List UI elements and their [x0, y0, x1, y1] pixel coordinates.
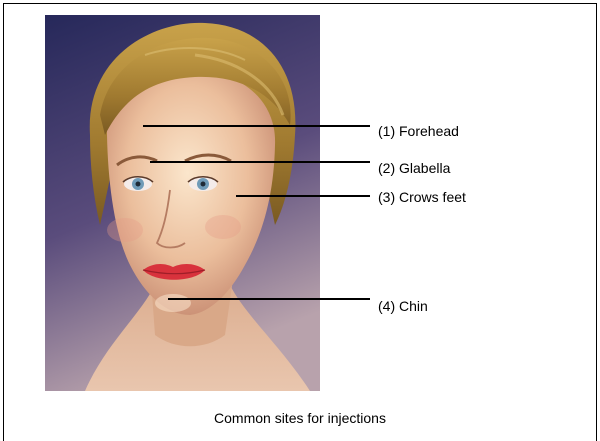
label-crows-feet: (3) Crows feet — [378, 189, 466, 205]
label-chin: (4) Chin — [378, 298, 428, 314]
label-glabella: (2) Glabella — [378, 160, 450, 176]
figure-caption: Common sites for injections — [0, 410, 600, 426]
label-forehead: (1) Forehead — [378, 123, 459, 139]
